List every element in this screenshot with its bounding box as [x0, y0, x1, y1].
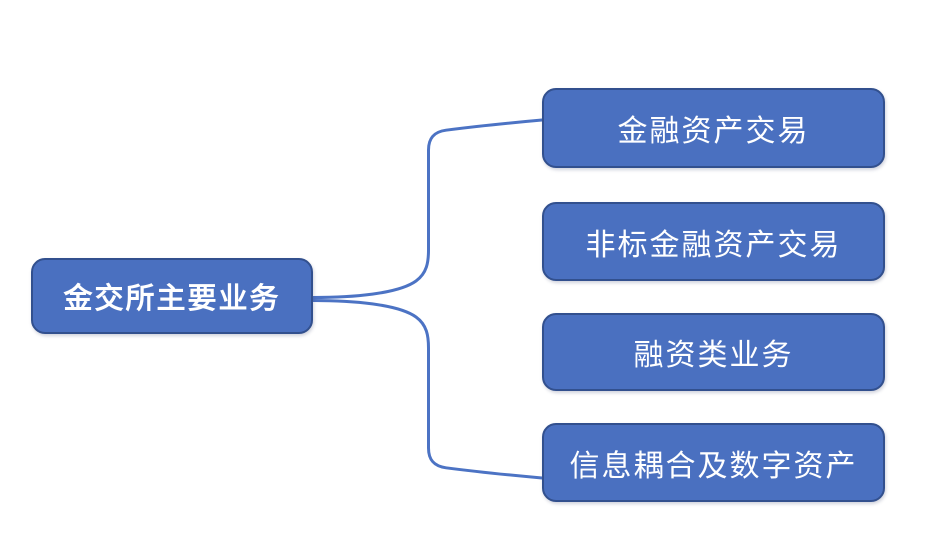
- node-nonstandard-financial-asset-trading: 非标金融资产交易: [542, 202, 885, 281]
- connector-lower-branch: [311, 299, 544, 480]
- node-root-label: 金交所主要业务: [63, 283, 281, 315]
- node-info-coupling-digital-assets: 信息耦合及数字资产: [542, 423, 885, 502]
- node-financial-asset-trading: 金融资产交易: [542, 88, 885, 168]
- node-financing-business: 融资类业务: [542, 313, 885, 391]
- node-child-label: 非标金融资产交易: [585, 228, 842, 262]
- node-child-label: 融资类业务: [633, 339, 794, 372]
- connector-upper-branch: [311, 118, 544, 299]
- node-child-label: 信息耦合及数字资产: [569, 449, 858, 483]
- node-root: 金交所主要业务: [31, 258, 313, 334]
- node-child-label: 金融资产交易: [617, 115, 810, 148]
